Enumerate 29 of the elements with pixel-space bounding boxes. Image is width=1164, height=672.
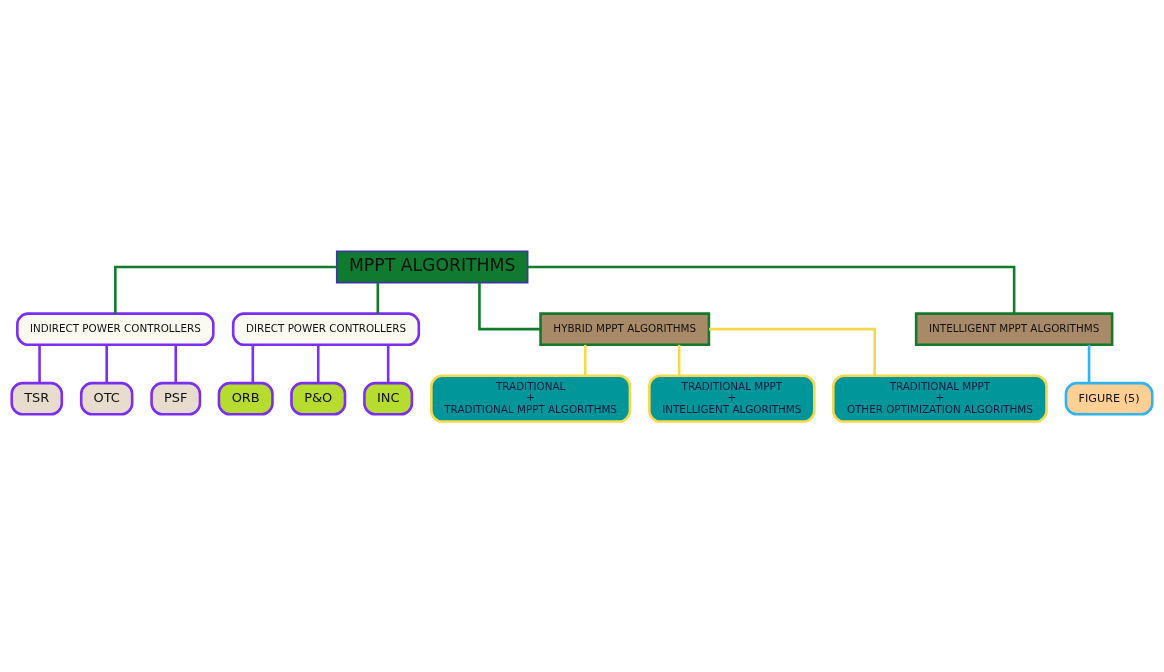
node-box: INTELLIGENT MPPT ALGORITHMS bbox=[914, 311, 1114, 346]
node-box: HYBRID MPPT ALGORITHMS bbox=[539, 311, 711, 346]
connector bbox=[677, 344, 681, 376]
node-box: OTC bbox=[79, 381, 134, 415]
node-box: ORB bbox=[217, 381, 274, 415]
node-box: INC bbox=[363, 381, 414, 415]
connector bbox=[174, 344, 178, 383]
node-box: MPPT ALGORITHMS bbox=[335, 250, 529, 283]
connector bbox=[527, 265, 1016, 313]
node-box: INDIRECT POWER CONTROLLERS bbox=[16, 311, 215, 346]
node-box: TRADITIONAL + TRADITIONAL MPPT ALGORITHMS bbox=[430, 374, 632, 423]
connector bbox=[583, 344, 587, 376]
node-box: PSF bbox=[150, 381, 202, 415]
connector bbox=[251, 344, 255, 383]
node-box: TRADITIONAL MPPT + OTHER OPTIMIZATION ALGORITHMS bbox=[831, 374, 1048, 423]
node-box: TSR bbox=[10, 381, 64, 415]
node-box: P&O bbox=[290, 381, 347, 415]
node-box: FIGURE (5) bbox=[1064, 381, 1154, 415]
node-box: TRADITIONAL MPPT + INTELLIGENT ALGORITHMS bbox=[648, 374, 816, 423]
connector bbox=[105, 344, 108, 383]
connector bbox=[38, 344, 41, 383]
connector bbox=[114, 265, 337, 313]
connector bbox=[709, 327, 876, 375]
connector bbox=[316, 344, 320, 383]
connector bbox=[1087, 344, 1091, 383]
connector bbox=[478, 282, 541, 330]
connector bbox=[376, 282, 380, 313]
node-box: DIRECT POWER CONTROLLERS bbox=[231, 311, 421, 346]
connector bbox=[386, 344, 390, 383]
